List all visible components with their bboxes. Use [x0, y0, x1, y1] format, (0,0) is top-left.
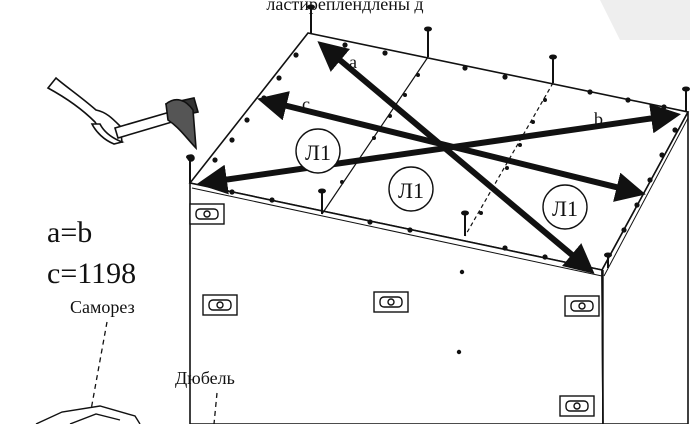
cabinet-box [188, 32, 690, 424]
diagonal-c [257, 91, 646, 202]
cam-fittings [189, 203, 604, 424]
panel-label-1: Л1 [295, 128, 341, 174]
formula-c-length: c=1198 [47, 257, 136, 290]
background-shade [600, 0, 690, 40]
diagonal-arrows [197, 41, 681, 274]
panel-label-2: Л1 [388, 166, 434, 212]
svg-text:Л1: Л1 [398, 178, 424, 203]
panel-label-3: Л1 [542, 184, 588, 230]
screw-leader [90, 321, 108, 411]
callout-screw: Саморез [70, 297, 135, 317]
base-part [35, 405, 141, 424]
label-c: c [302, 94, 310, 114]
callout-dowel: Дюбель [175, 368, 235, 388]
top-caption: ластиреплендлены д [266, 0, 423, 14]
formula-a-equals-b: a=b [47, 216, 92, 249]
hand-icon [46, 76, 125, 145]
hammer-icon [114, 97, 200, 162]
label-b: b [594, 109, 603, 129]
svg-text:Л1: Л1 [552, 196, 578, 221]
label-a: a [349, 52, 357, 72]
svg-text:Л1: Л1 [305, 140, 331, 165]
